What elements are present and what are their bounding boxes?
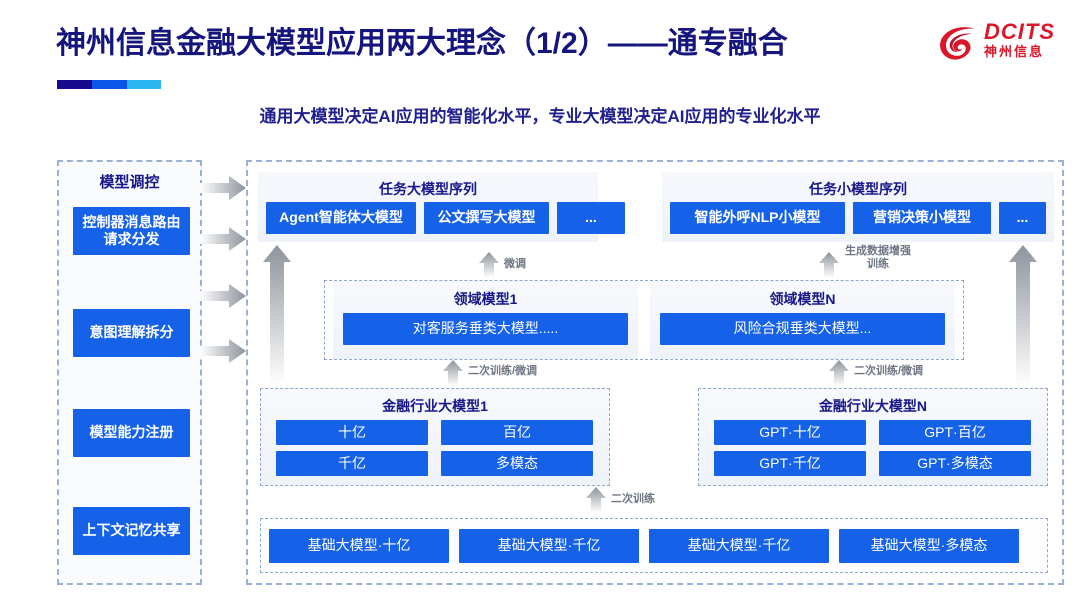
industry-model-n-card: 金融行业大模型N GPT·十亿 GPT·百亿 GPT·千亿 GPT·多模态 bbox=[698, 388, 1048, 486]
up-arrow-fine-tune-icon bbox=[479, 252, 499, 278]
foundation-chip-2[interactable]: 基础大模型·千亿 bbox=[459, 529, 639, 563]
tall-up-arrow-right-icon bbox=[1009, 245, 1037, 385]
flow-label-retrain-finetune-right: 二次训练/微调 bbox=[854, 365, 924, 377]
page-subtitle: 通用大模型决定AI应用的智能化水平，专业大模型决定AI应用的专业化水平 bbox=[259, 107, 821, 126]
task-chip-more-small[interactable]: ... bbox=[999, 202, 1046, 234]
domain-model-1-card: 领域模型1 对客服务垂类大模型..... bbox=[333, 281, 638, 359]
industry-model-n-chip-1[interactable]: GPT·十亿 bbox=[714, 420, 866, 445]
flow-label-fine-tune: 微调 bbox=[504, 258, 526, 270]
domain-model-1-heading: 领域模型1 bbox=[453, 291, 518, 307]
logo-latin-text: DCITS bbox=[984, 19, 1055, 44]
task-chip-document-writing-model[interactable]: 公文撰写大模型 bbox=[424, 202, 549, 234]
industry-model-1-heading: 金融行业大模型1 bbox=[382, 398, 488, 414]
swirl-logo-icon bbox=[940, 27, 975, 60]
logo-wordmark: DCITS 神州信息 bbox=[984, 21, 1055, 60]
model-control-title: 模型调控 bbox=[99, 174, 160, 191]
logo-chinese-text: 神州信息 bbox=[984, 44, 1045, 59]
industry-model-n-chip-4[interactable]: GPT·多模态 bbox=[879, 451, 1031, 476]
flow-label-retrain-finetune-left: 二次训练/微调 bbox=[468, 365, 538, 377]
up-arrow-data-augment-icon bbox=[819, 252, 839, 278]
title-underline-rule bbox=[57, 80, 161, 89]
foundation-chip-3[interactable]: 基础大模型·千亿 bbox=[649, 529, 829, 563]
model-control-panel: 模型调控 控制器消息路由请求分发 意图理解拆分 模型能力注册 上下文记忆共享 bbox=[57, 160, 202, 585]
foundation-chip-4[interactable]: 基础大模型·多模态 bbox=[839, 529, 1019, 563]
foundation-chip-1[interactable]: 基础大模型·十亿 bbox=[269, 529, 449, 563]
industry-model-1-chip-2[interactable]: 百亿 bbox=[441, 420, 593, 445]
rule-segment-1 bbox=[57, 80, 93, 89]
flow-label-data-augment-line1: 生成数据增强 bbox=[845, 245, 911, 257]
domain-model-n-card: 领域模型N 风险合规垂类大模型... bbox=[650, 281, 955, 359]
domain-model-n-chip[interactable]: 风险合规垂类大模型... bbox=[660, 313, 945, 345]
feed-arrow-right-icon-1 bbox=[200, 176, 246, 200]
industry-model-1-chip-3[interactable]: 千亿 bbox=[276, 451, 428, 476]
rule-segment-2 bbox=[92, 80, 127, 89]
domain-model-group: 领域模型1 对客服务垂类大模型..... 领域模型N 风险合规垂类大模型... bbox=[324, 280, 964, 360]
up-arrow-retrain-icon bbox=[586, 487, 606, 513]
task-chip-outbound-nlp-model[interactable]: 智能外呼NLP小模型 bbox=[670, 202, 845, 234]
feed-arrow-right-icon-3 bbox=[200, 284, 246, 308]
domain-model-1-chip[interactable]: 对客服务垂类大模型..... bbox=[343, 313, 628, 345]
up-arrow-retrain-left-icon bbox=[443, 360, 463, 386]
sidebar-item-context-memory[interactable]: 上下文记忆共享 bbox=[73, 507, 190, 555]
flow-label-data-augment: 生成数据增强 训练 bbox=[845, 245, 911, 271]
task-large-model-sequence: 任务大模型序列 Agent智能体大模型 公文撰写大模型 ... bbox=[258, 172, 625, 242]
company-logo: DCITS 神州信息 bbox=[938, 20, 1066, 70]
task-chip-agent-model[interactable]: Agent智能体大模型 bbox=[266, 202, 416, 234]
foundation-model-row: 基础大模型·十亿 基础大模型·千亿 基础大模型·千亿 基础大模型·多模态 bbox=[260, 518, 1048, 573]
up-arrow-retrain-right-icon bbox=[829, 360, 849, 386]
sidebar-item-intent-understanding[interactable]: 意图理解拆分 bbox=[73, 309, 190, 357]
flow-label-data-augment-line2: 训练 bbox=[867, 257, 889, 270]
rule-segment-3 bbox=[126, 80, 161, 89]
task-chip-marketing-decision-model[interactable]: 营销决策小模型 bbox=[853, 202, 991, 234]
domain-model-n-heading: 领域模型N bbox=[769, 291, 836, 307]
industry-model-n-chip-3[interactable]: GPT·千亿 bbox=[714, 451, 866, 476]
task-chip-more-large[interactable]: ... bbox=[557, 202, 625, 234]
sidebar-item-capability-registry[interactable]: 模型能力注册 bbox=[73, 409, 190, 457]
task-small-model-sequence: 任务小模型序列 智能外呼NLP小模型 营销决策小模型 ... bbox=[662, 172, 1054, 242]
feed-arrow-right-icon-4 bbox=[200, 339, 246, 363]
industry-model-n-heading: 金融行业大模型N bbox=[818, 398, 928, 414]
tall-up-arrow-left-icon bbox=[263, 245, 291, 385]
page-title: 神州信息金融大模型应用两大理念（1/2）——通专融合 bbox=[56, 27, 788, 60]
industry-model-1-card: 金融行业大模型1 十亿 百亿 千亿 多模态 bbox=[260, 388, 610, 486]
task-large-model-sequence-heading: 任务大模型序列 bbox=[379, 181, 477, 197]
sidebar-item-controller-routing[interactable]: 控制器消息路由请求分发 bbox=[73, 207, 190, 255]
industry-model-1-chip-4[interactable]: 多模态 bbox=[441, 451, 593, 476]
industry-model-n-chip-2[interactable]: GPT·百亿 bbox=[879, 420, 1031, 445]
industry-model-1-chip-1[interactable]: 十亿 bbox=[276, 420, 428, 445]
feed-arrow-right-icon-2 bbox=[200, 227, 246, 251]
task-small-model-sequence-heading: 任务小模型序列 bbox=[809, 181, 907, 197]
flow-label-retrain: 二次训练 bbox=[611, 493, 655, 505]
